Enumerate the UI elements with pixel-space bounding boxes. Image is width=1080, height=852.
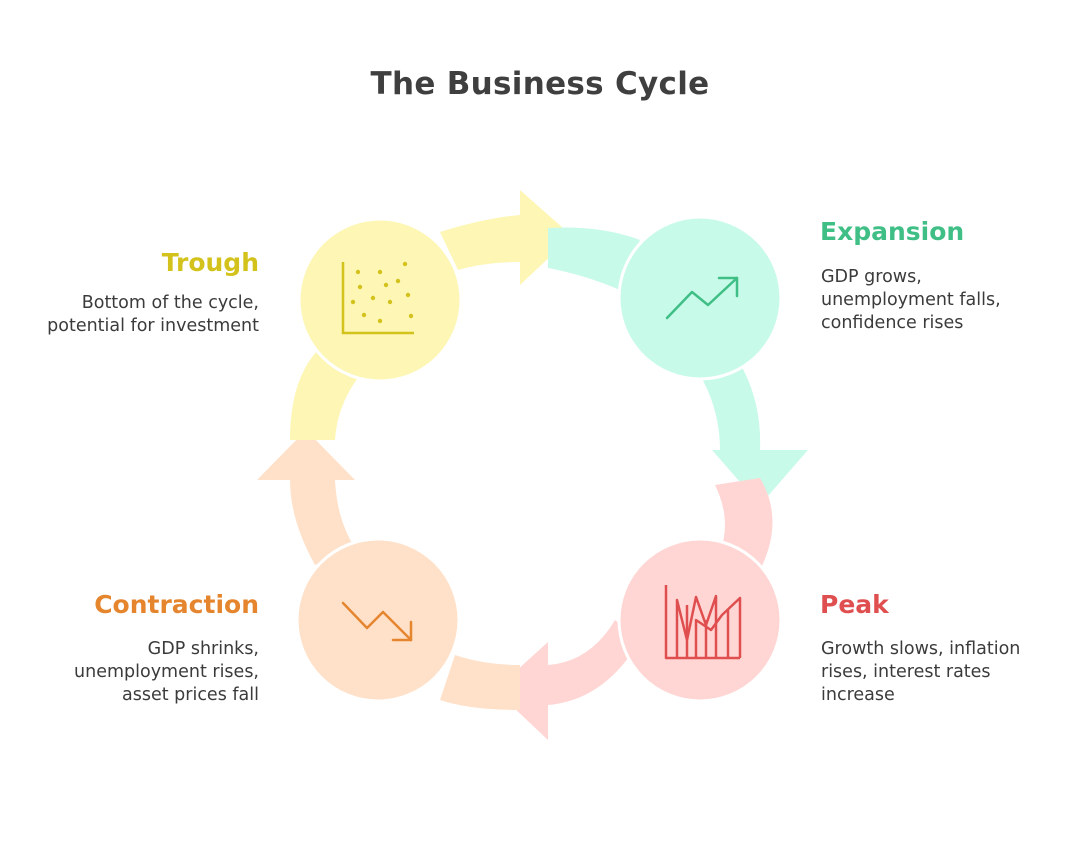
expansion-description-line: confidence rises [821,313,964,333]
contraction-description-line: unemployment rises, [74,662,259,682]
peak-circle [617,537,783,703]
contraction-description-line: GDP shrinks, [147,639,259,659]
contraction-description: GDP shrinks, unemployment rises, asset p… [74,638,259,707]
peak-description-line: Growth slows, inflation [821,639,1021,659]
trough-circle [297,217,463,383]
expansion-title: Expansion [820,217,965,246]
trough-description-line: Bottom of the cycle, [81,293,259,313]
contraction-description-line: asset prices fall [122,685,259,705]
peak-description: Growth slows, inflation rises, interest … [821,638,1020,707]
trough-description-line: potential for investment [47,316,259,336]
volatile-chart-icon [664,585,742,660]
ring-segment-trough-to-expansion [440,190,572,285]
expansion-description-line: GDP grows, [821,267,922,287]
expansion-description: GDP grows, unemployment falls, confidenc… [821,266,1001,335]
contraction-circle [295,537,461,703]
trend-down-icon [341,601,413,642]
ring-segment-expansion-to-peak [548,227,808,505]
scatter-plot-icon [341,261,414,335]
trough-title: Trough [161,248,259,277]
diagram-title: The Business Cycle [370,66,710,102]
peak-description-line: increase [821,685,895,705]
contraction-title: Contraction [94,590,259,619]
trough-description: Bottom of the cycle, potential for inves… [47,292,259,338]
expansion-description-line: unemployment falls, [821,290,1001,310]
trend-up-icon [665,276,739,320]
peak-title: Peak [820,590,889,619]
peak-description-line: rises, interest rates [821,662,991,682]
